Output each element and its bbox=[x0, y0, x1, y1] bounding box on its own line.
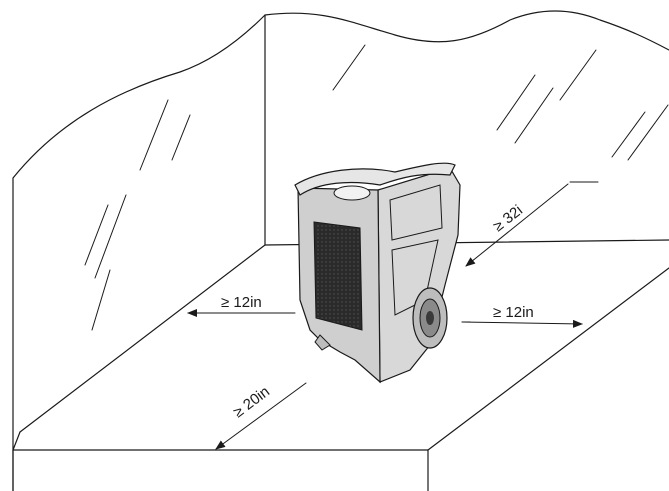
clearance-arrows bbox=[187, 181, 599, 450]
floor-left-edge bbox=[12, 431, 21, 451]
wall-hatching bbox=[84, 44, 669, 331]
unit-wheel bbox=[412, 287, 448, 349]
back-clearance-label: ≥ 32i bbox=[490, 202, 526, 235]
unit-side-panel bbox=[377, 167, 461, 383]
front-clearance-label: ≥ 20in bbox=[230, 383, 273, 421]
back-wall bbox=[264, 10, 669, 51]
unit-handle bbox=[294, 162, 456, 196]
dehumidifier-unit bbox=[294, 162, 461, 384]
floor-corner-edge bbox=[427, 267, 669, 451]
left-clearance-label: ≥ 12in bbox=[221, 294, 262, 311]
left-wall bbox=[12, 14, 266, 491]
right-clearance-label: ≥ 12in bbox=[493, 304, 534, 321]
right-clearance-arrow bbox=[461, 319, 583, 328]
unit-foot bbox=[314, 334, 331, 351]
front-clearance-arrow bbox=[215, 382, 307, 450]
back-clearance-arrow bbox=[465, 183, 569, 267]
unit-air-grille bbox=[313, 221, 363, 331]
unit-top-vent bbox=[333, 185, 371, 201]
